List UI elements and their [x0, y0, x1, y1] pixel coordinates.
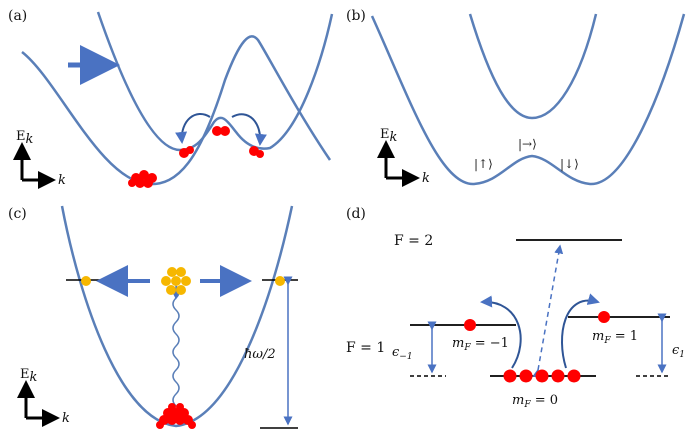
hop-arrow-icon — [175, 113, 211, 144]
mf-zero-label: mF = 0 — [512, 393, 558, 410]
transfer-arrow-plus — [560, 293, 600, 369]
panel-c-momentum-label: k — [62, 411, 70, 426]
transition-arrow-f2 — [532, 244, 564, 379]
panel-a-curve-shifted — [96, 11, 334, 152]
eps-minus-label: ϵ−1 — [392, 345, 413, 362]
panel-c-gold-particles — [81, 267, 285, 295]
panel-c-energy-label: Ek — [20, 367, 38, 385]
panel-d-particles — [464, 311, 610, 383]
axes-icon-c — [17, 380, 60, 427]
panel-b-energy-label: Ek — [380, 127, 398, 145]
panel-b-label: (b) — [346, 8, 366, 24]
wavy-arrow-icon — [171, 284, 181, 407]
panel-c: (c) ħω/2 Ek — [8, 205, 298, 429]
axes-icon — [13, 142, 56, 189]
axes-icon-b — [377, 140, 420, 187]
mf-minus-label: mF = −1 — [452, 336, 509, 353]
ket-right: |→⟩ — [518, 137, 537, 151]
panel-d: (d) F = 2 F = 1 ϵ−1 ϵ1 mF = −1 mF = 1 — [346, 206, 685, 410]
panel-a-particles — [128, 126, 264, 188]
panel-c-label: (c) — [8, 206, 27, 222]
eps-plus-label: ϵ1 — [672, 343, 685, 360]
mf-plus-label: mF = 1 — [592, 329, 638, 346]
panel-a-energy-label: Ek — [16, 129, 34, 147]
ket-up: |↑⟩ — [474, 157, 493, 171]
panel-a-momentum-label: k — [58, 173, 66, 188]
energy-gap-label: ħω/2 — [244, 347, 276, 362]
f1-label: F = 1 — [346, 340, 385, 356]
panel-b: (b) |↑⟩ |→⟩ |↓⟩ Ek k — [346, 8, 686, 187]
transfer-arrow-minus — [480, 295, 522, 369]
panel-a-curve — [21, 35, 332, 186]
panel-c-red-particles — [156, 403, 196, 429]
panel-d-label: (d) — [346, 206, 366, 222]
hop-arrow-icon-right — [231, 113, 267, 146]
ket-down: |↓⟩ — [560, 157, 579, 171]
f2-label: F = 2 — [394, 233, 433, 249]
panel-a-label: (a) — [8, 8, 27, 24]
panel-a: (a) Ek k — [8, 8, 334, 189]
panel-b-momentum-label: k — [422, 171, 430, 186]
panel-c-harmonic-curve — [60, 205, 294, 428]
panel-b-upper-band — [468, 13, 598, 120]
panel-b-lower-band — [370, 13, 686, 186]
